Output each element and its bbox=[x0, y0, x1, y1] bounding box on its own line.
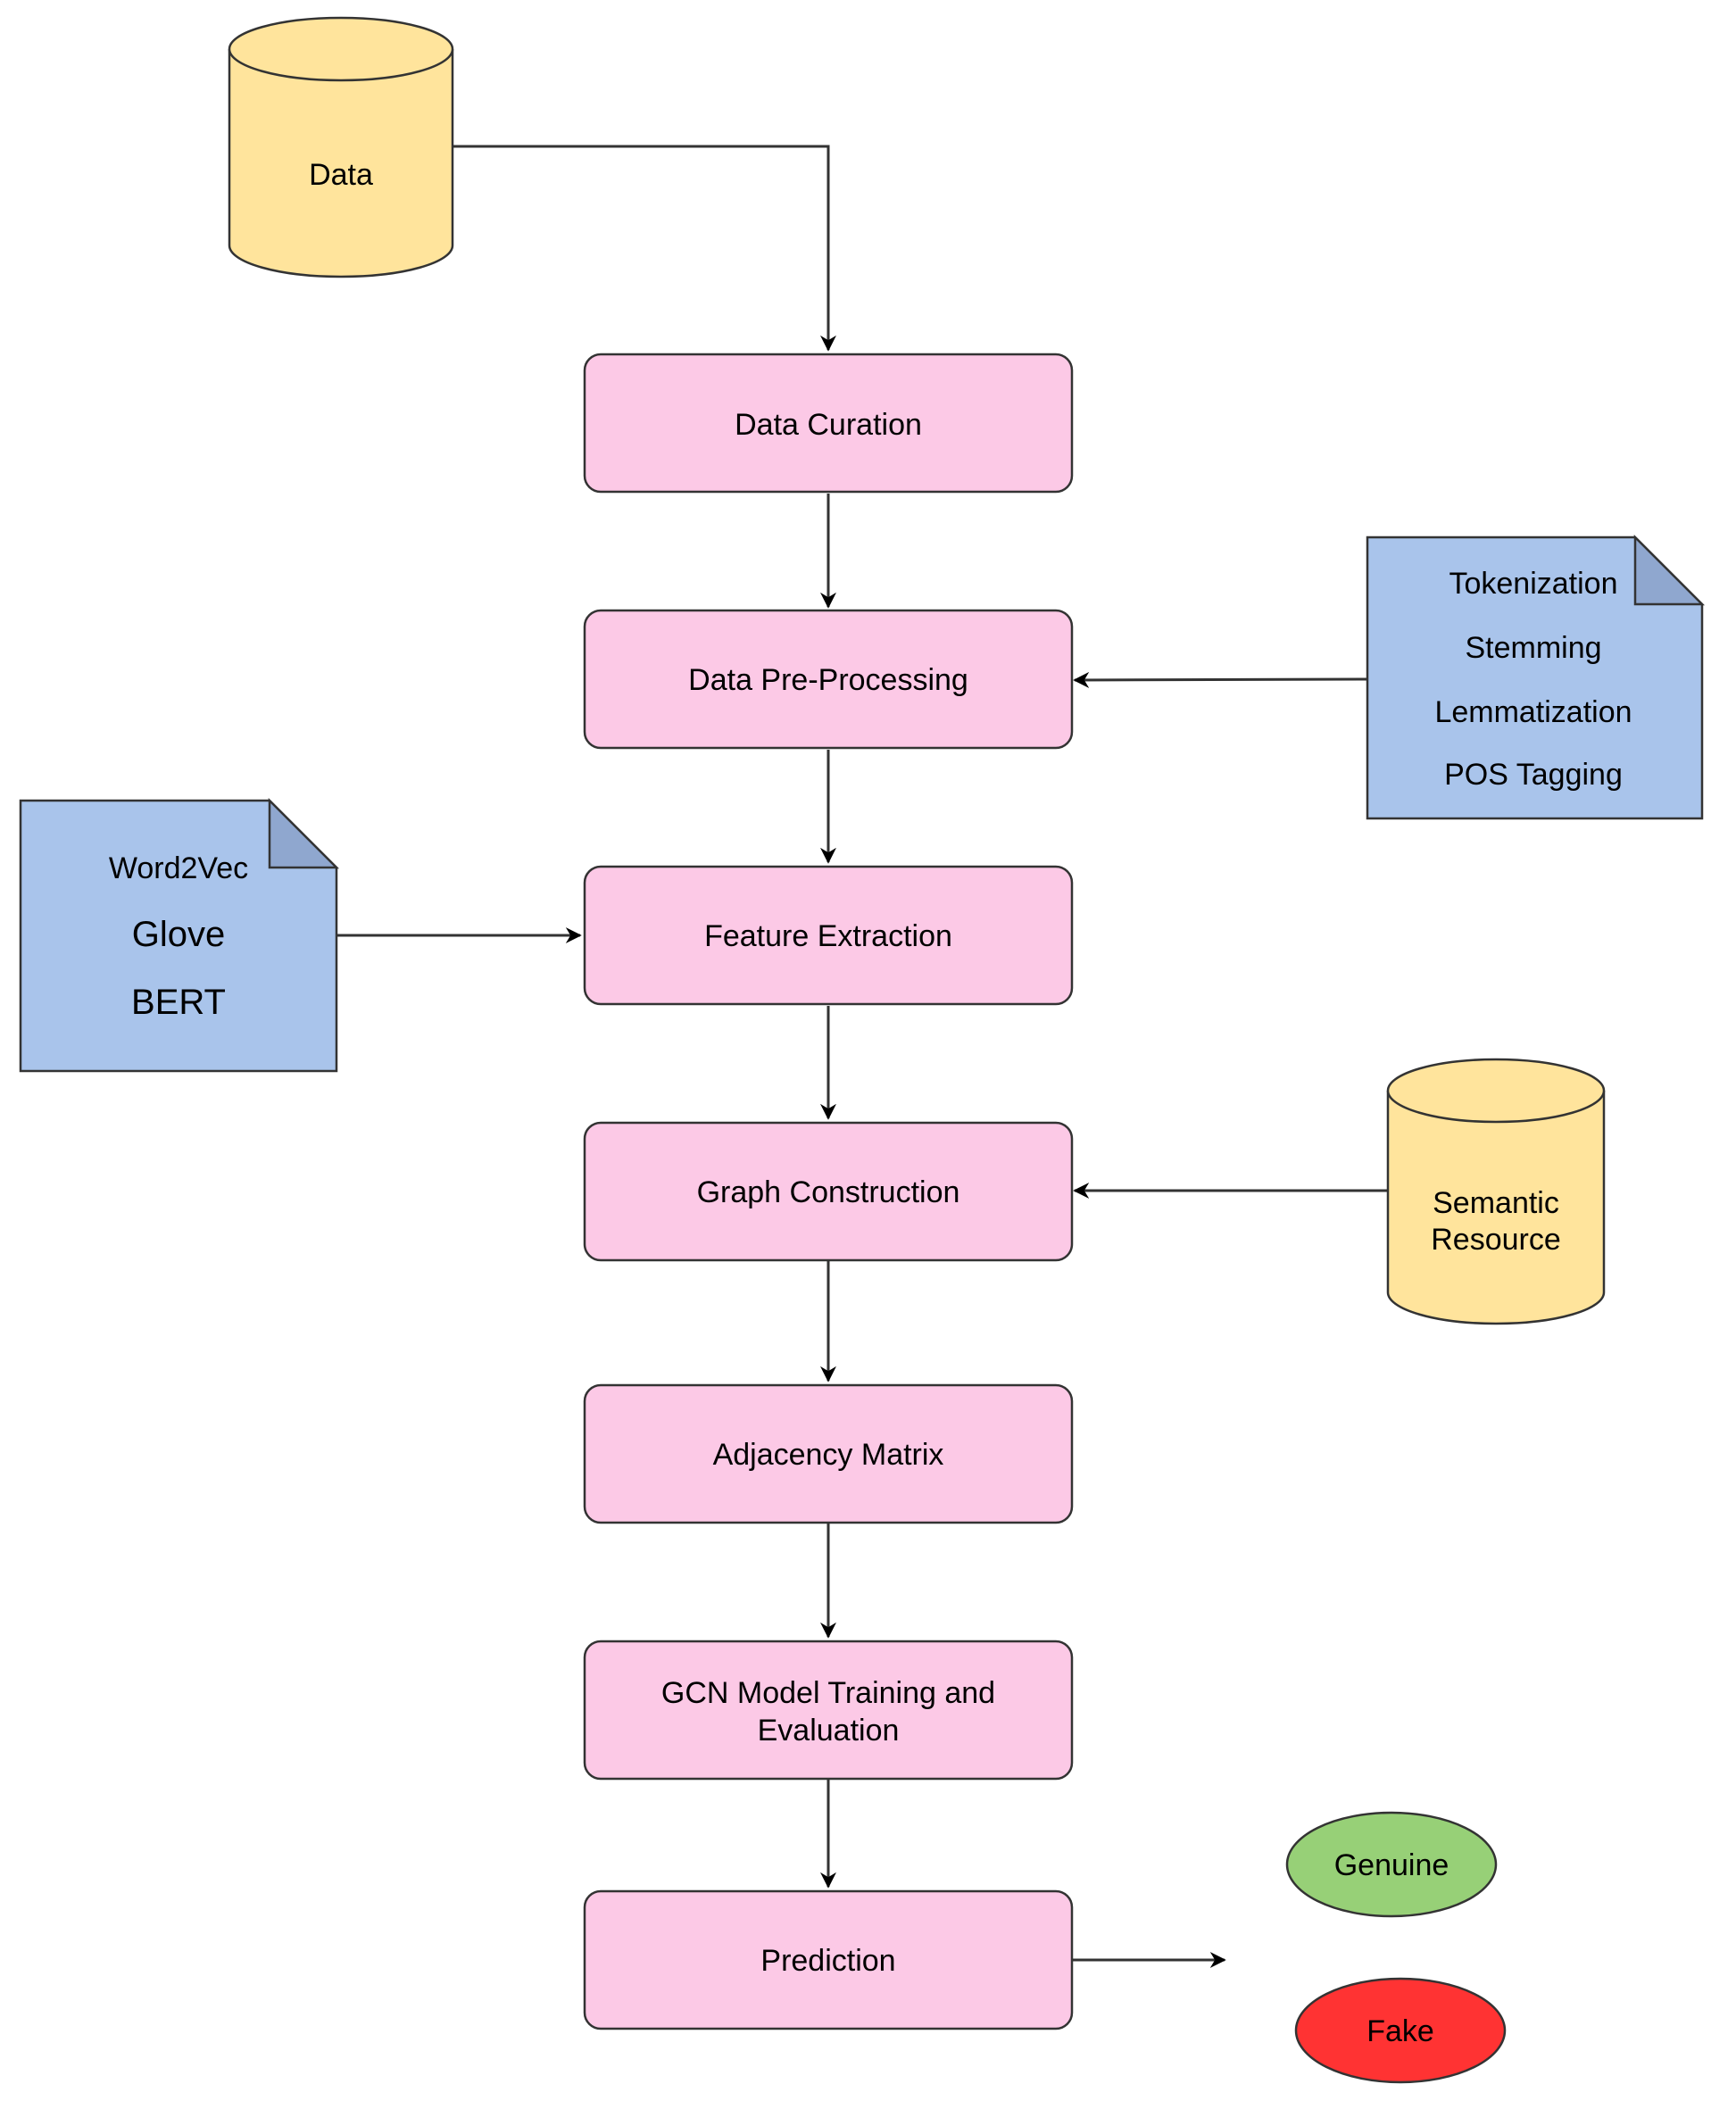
connectors bbox=[336, 145, 1388, 1968]
data-database: Data bbox=[228, 16, 454, 278]
step-prediction-label: Prediction bbox=[760, 1944, 895, 1978]
step-adjacency-matrix: Adjacency Matrix bbox=[583, 1383, 1074, 1524]
semantic-resource-label-line1: Semantic bbox=[1433, 1186, 1559, 1220]
step-graph-construction-label: Graph Construction bbox=[697, 1175, 960, 1209]
outcome-fake-ellipse bbox=[1294, 1977, 1507, 2084]
step-adjacency-matrix-box bbox=[583, 1383, 1074, 1524]
semantic-resource-database-top bbox=[1386, 1058, 1606, 1124]
semantic-resource-label-line2: Resource bbox=[1431, 1223, 1561, 1257]
preprocessing-techniques-note-body bbox=[1366, 536, 1704, 820]
step-data-curation: Data Curation bbox=[583, 353, 1074, 494]
technique-tokenization: Tokenization bbox=[1449, 567, 1617, 601]
step-feature-extraction-label: Feature Extraction bbox=[704, 919, 952, 953]
step-adjacency-matrix-label: Adjacency Matrix bbox=[713, 1438, 944, 1472]
step-gcn-training: GCN Model Training and Evaluation bbox=[583, 1640, 1074, 1781]
technique-pos-tagging: POS Tagging bbox=[1444, 758, 1623, 792]
embedding-bert: BERT bbox=[131, 983, 226, 1022]
data-database-top bbox=[228, 16, 454, 82]
step-gcn-training-label-line1: GCN Model Training and bbox=[661, 1676, 995, 1710]
technique-lemmatization: Lemmatization bbox=[1434, 695, 1632, 729]
semantic-resource-database: Semantic Resource bbox=[1386, 1058, 1606, 1325]
step-feature-extraction: Feature Extraction bbox=[583, 865, 1074, 1006]
step-data-preprocessing-label: Data Pre-Processing bbox=[688, 663, 968, 697]
step-gcn-training-box bbox=[583, 1640, 1074, 1781]
embedding-glove: Glove bbox=[132, 915, 226, 954]
step-prediction-box bbox=[583, 1889, 1074, 2030]
step-graph-construction: Graph Construction bbox=[583, 1121, 1074, 1262]
edge-data-to-curation bbox=[453, 145, 836, 352]
outcome-genuine-label: Genuine bbox=[1334, 1848, 1449, 1882]
embeddings-note: Word2Vec Glove BERT bbox=[19, 797, 340, 1073]
step-data-preprocessing-box bbox=[583, 609, 1074, 750]
step-data-curation-box bbox=[583, 353, 1074, 494]
technique-stemming: Stemming bbox=[1465, 631, 1601, 665]
data-database-body bbox=[228, 49, 454, 278]
preprocessing-techniques-note-fold bbox=[1633, 534, 1706, 606]
preprocessing-techniques-note: Tokenization Stemming Lemmatization POS … bbox=[1366, 534, 1706, 820]
embeddings-note-body bbox=[19, 799, 338, 1073]
step-feature-extraction-box bbox=[583, 865, 1074, 1006]
outcome-genuine-ellipse bbox=[1285, 1811, 1498, 1918]
step-data-preprocessing: Data Pre-Processing bbox=[583, 609, 1074, 750]
outcome-genuine: Genuine bbox=[1285, 1811, 1498, 1918]
outcome-fake: Fake bbox=[1294, 1977, 1507, 2084]
embeddings-note-fold bbox=[268, 797, 340, 869]
embedding-word2vec: Word2Vec bbox=[109, 851, 248, 885]
semantic-resource-database-body bbox=[1386, 1091, 1606, 1325]
data-database-label: Data bbox=[309, 158, 373, 192]
step-data-curation-label: Data Curation bbox=[735, 408, 922, 442]
step-prediction: Prediction bbox=[583, 1889, 1074, 2030]
outcome-fake-label: Fake bbox=[1366, 2014, 1434, 2048]
step-graph-construction-box bbox=[583, 1121, 1074, 1262]
step-gcn-training-label-line2: Evaluation bbox=[758, 1714, 900, 1748]
edge-techniques-note-to-preprocessing bbox=[1073, 671, 1368, 688]
